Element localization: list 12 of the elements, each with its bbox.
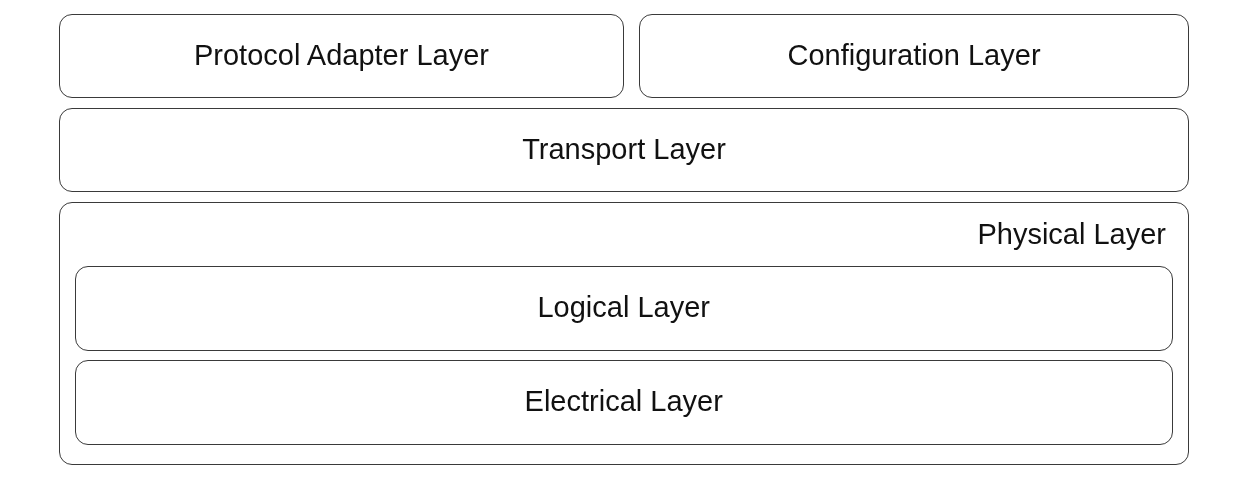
layer-label: Transport Layer xyxy=(522,134,726,166)
layer-box xyxy=(59,202,1189,465)
layer-label: Logical Layer xyxy=(537,292,710,325)
layer-label: Protocol Adapter Layer xyxy=(194,40,489,72)
layer-box xyxy=(74,359,1173,445)
layer-heading: Physical Layer xyxy=(977,219,1166,251)
layer-box xyxy=(59,108,1189,192)
layer-box xyxy=(59,14,624,98)
layer-label: Electrical Layer xyxy=(524,386,723,419)
layer-box xyxy=(74,265,1173,351)
layer-box xyxy=(639,14,1189,98)
layer-label: Configuration Layer xyxy=(787,40,1041,72)
